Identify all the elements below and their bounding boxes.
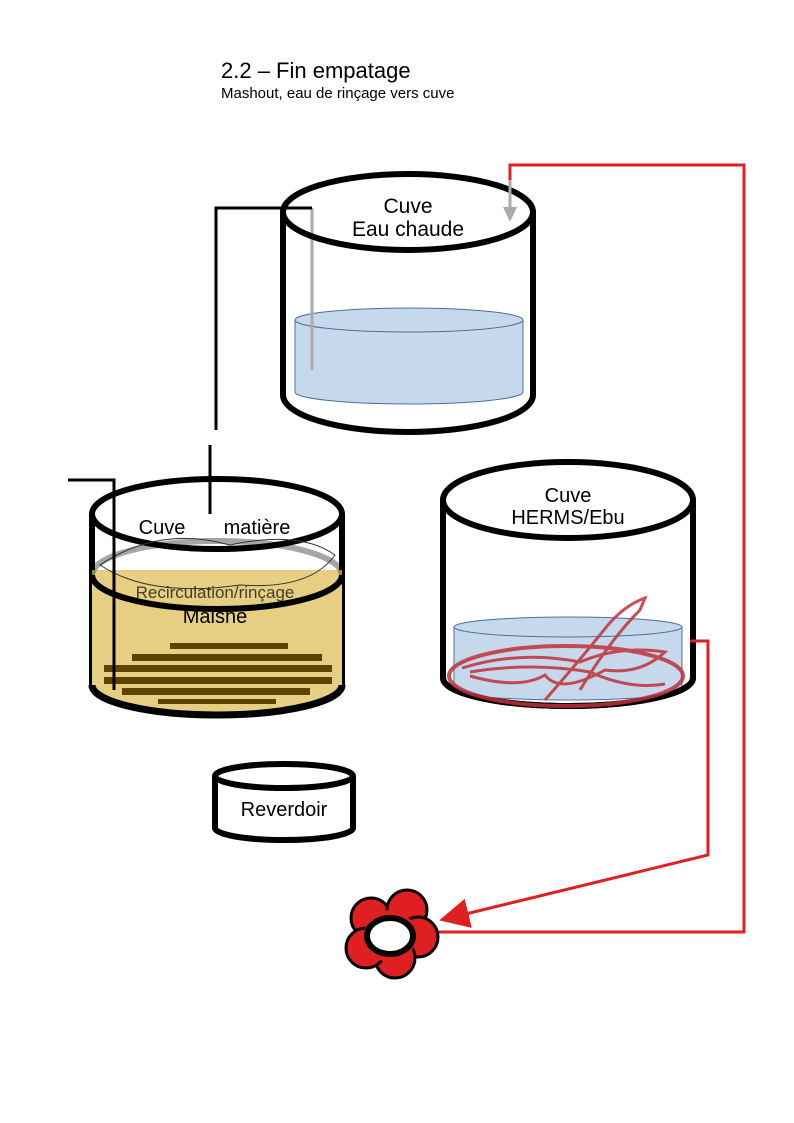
grant-vessel: Reverdoir	[212, 761, 356, 843]
grant-label: Reverdoir	[241, 799, 328, 821]
mash-tun-label-right: matière	[224, 517, 291, 539]
herms-label-1: Cuve	[545, 485, 592, 507]
herms-label-2: HERMS/Ebu	[511, 507, 624, 529]
diagram-title: 2.2 – Fin empatage	[221, 58, 411, 83]
inlet-arrow-icon	[503, 207, 517, 222]
mash-outlet-pipe	[68, 478, 116, 690]
grain-bed	[104, 643, 332, 704]
flow-lines	[437, 163, 746, 934]
mash-tun: Cuve matière Recirculation/rinçage Maish…	[88, 476, 346, 719]
herms-coil	[447, 595, 685, 708]
hot-water-label-2: Eau chaude	[352, 218, 464, 241]
recirculation-label: Recirculation/rinçage	[136, 583, 295, 602]
recirculation-manifold	[99, 537, 336, 590]
hot-water-outlet-pipe	[214, 206, 312, 430]
herms-outlet-line	[439, 639, 710, 928]
mash-content-label: Maishe	[183, 606, 247, 628]
hot-water-level	[294, 307, 524, 405]
return-line	[437, 163, 746, 934]
hot-water-tank: Cuve Eau chaude	[280, 171, 536, 435]
hot-water-label-1: Cuve	[383, 195, 432, 218]
mash-tun-label-left: Cuve	[139, 517, 186, 539]
pump-icon	[344, 888, 440, 980]
herms-tank: Cuve HERMS/Ebu	[440, 459, 696, 709]
diagram-subtitle: Mashout, eau de rinçage vers cuve	[221, 85, 455, 102]
